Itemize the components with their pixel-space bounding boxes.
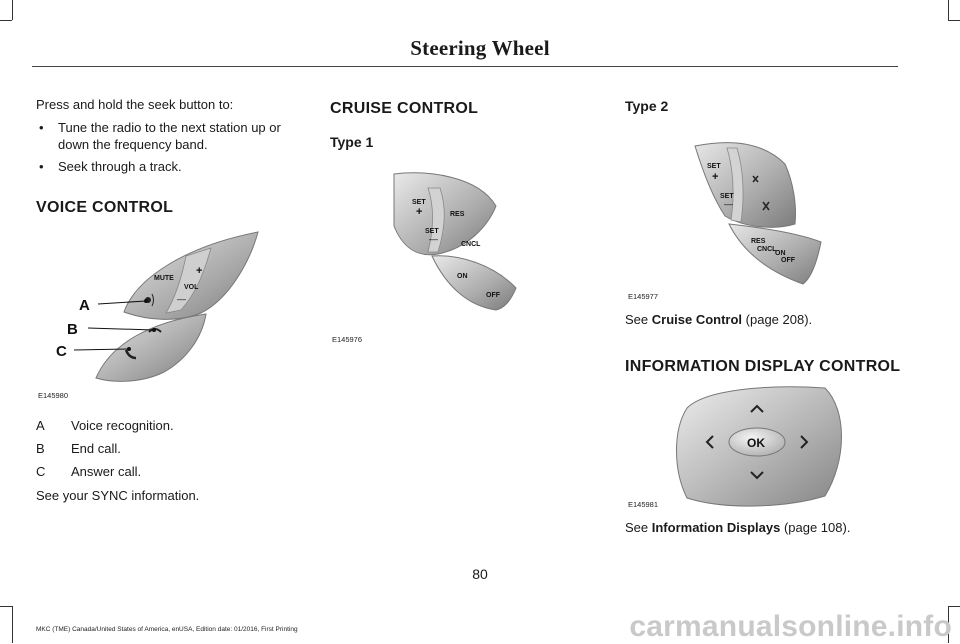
vol-label: VOL xyxy=(184,284,199,291)
definition-term: C xyxy=(36,464,46,479)
ok-button xyxy=(728,427,786,457)
header-rule xyxy=(32,66,898,67)
res-label: RES xyxy=(751,238,766,245)
bullet-item: Tune the radio to the next station up or… xyxy=(36,119,306,153)
right-column-bottom: See Information Displays (page 108). xyxy=(625,519,915,536)
crop-mark xyxy=(12,0,13,20)
bullet-item: Seek through a track. xyxy=(36,158,306,175)
seek-intro: Press and hold the seek button to: xyxy=(36,97,234,112)
crop-mark xyxy=(948,606,949,643)
minus-label: — xyxy=(429,234,438,244)
off-label: OFF xyxy=(486,292,501,299)
set-minus-label: SET xyxy=(720,193,734,200)
see-sync-text: See your SYNC information. xyxy=(36,488,200,503)
on-label: ON xyxy=(457,273,468,280)
voice-control-heading: VOICE CONTROL xyxy=(36,199,174,216)
ok-label: OK xyxy=(747,436,765,450)
see-suffix: (page 208). xyxy=(742,312,813,327)
vol-minus-label: — xyxy=(177,294,186,304)
crop-mark xyxy=(12,606,13,643)
voice-control-figure: MUTE VOL + — A B C E145980 xyxy=(38,231,259,400)
off-label: OFF xyxy=(781,257,796,264)
callout-label-a: A xyxy=(79,297,90,314)
cncl-label: CNCL xyxy=(461,241,481,248)
left-arrow-icon xyxy=(705,435,714,449)
see-information-displays: See Information Displays (page 108). xyxy=(625,519,915,536)
figure-code: E145976 xyxy=(332,335,362,344)
callout-line-c xyxy=(73,348,130,351)
definition-desc: Voice recognition. xyxy=(71,418,174,433)
cruise-type2-figure: SET + SET — RES CNCL ON OFF E145977 xyxy=(628,142,822,301)
figure-code: E145977 xyxy=(628,292,658,301)
figure-code: E145980 xyxy=(38,391,68,400)
information-display-heading: INFORMATION DISPLAY CONTROL xyxy=(625,358,901,375)
middle-column: CRUISE CONTROL Type 1 xyxy=(330,100,600,150)
minus-label: — xyxy=(724,199,733,209)
plus-label: + xyxy=(416,206,422,218)
edition-footer: MKC (TME) Canada/United States of Americ… xyxy=(36,626,298,633)
callout-line-b xyxy=(87,327,155,331)
answer-call-icon xyxy=(124,349,137,360)
crop-mark xyxy=(0,20,12,21)
gap-decrease-icon xyxy=(762,201,770,211)
definition-row: C Answer call. xyxy=(36,463,306,480)
definition-term: A xyxy=(36,418,45,433)
definition-desc: End call. xyxy=(71,441,121,456)
watermark: carmanualsonline.info xyxy=(629,610,952,643)
figure-code: E145981 xyxy=(628,500,658,509)
crop-mark xyxy=(948,606,960,607)
see-cruise-control: See Cruise Control (page 208). xyxy=(625,311,915,328)
cruise-control-link[interactable]: Cruise Control xyxy=(651,312,743,327)
gap-increase-icon xyxy=(752,175,759,183)
see-prefix: See xyxy=(625,520,652,535)
see-suffix: (page 108). xyxy=(780,520,851,535)
down-arrow-icon xyxy=(750,471,764,480)
mute-label: MUTE xyxy=(154,275,174,282)
right-column: Type 2 xyxy=(625,98,915,114)
type1-heading: Type 1 xyxy=(330,134,374,150)
definition-row: B End call. xyxy=(36,440,306,457)
see-prefix: See xyxy=(625,312,652,327)
information-displays-link[interactable]: Information Displays xyxy=(651,520,781,535)
set-plus-label: SET xyxy=(412,199,426,206)
definition-term: B xyxy=(36,441,45,456)
cruise-control-heading: CRUISE CONTROL xyxy=(330,100,479,117)
plus-label: + xyxy=(712,171,718,183)
right-column-lower: See Cruise Control (page 208). INFORMATI… xyxy=(625,311,915,376)
vol-plus-label: + xyxy=(196,265,202,277)
set-minus-label: SET xyxy=(425,228,439,235)
on-label: ON xyxy=(775,250,786,257)
res-label: RES xyxy=(450,211,465,218)
callout-definitions: A Voice recognition. B End call. C Answe… xyxy=(36,417,306,480)
cruise-type1-figure: SET + SET — RES CNCL ON OFF E145976 xyxy=(332,172,517,344)
callout-dot-b xyxy=(152,328,156,332)
page-number: 80 xyxy=(472,566,488,582)
set-plus-label: SET xyxy=(707,163,721,170)
type2-heading: Type 2 xyxy=(625,98,669,114)
callout-dot-c xyxy=(127,347,131,351)
callout-line-a xyxy=(97,300,147,305)
cncl-label: CNCL xyxy=(757,246,777,253)
crop-mark xyxy=(0,606,12,607)
left-column: Press and hold the seek button to: Tune … xyxy=(36,96,306,217)
seek-bullets: Tune the radio to the next station up or… xyxy=(36,119,306,175)
left-column-lower: A Voice recognition. B End call. C Answe… xyxy=(36,417,306,504)
crop-mark xyxy=(948,20,960,21)
callout-label-b: B xyxy=(67,321,78,338)
info-display-figure: OK E145981 xyxy=(628,386,842,509)
crop-mark xyxy=(948,0,949,20)
right-arrow-icon xyxy=(800,435,809,449)
up-arrow-icon xyxy=(750,404,764,413)
callout-label-c: C xyxy=(56,343,67,360)
callout-dot-a xyxy=(144,299,148,303)
definition-row: A Voice recognition. xyxy=(36,417,306,434)
page-title: Steering Wheel xyxy=(410,36,550,60)
definition-desc: Answer call. xyxy=(71,464,142,479)
